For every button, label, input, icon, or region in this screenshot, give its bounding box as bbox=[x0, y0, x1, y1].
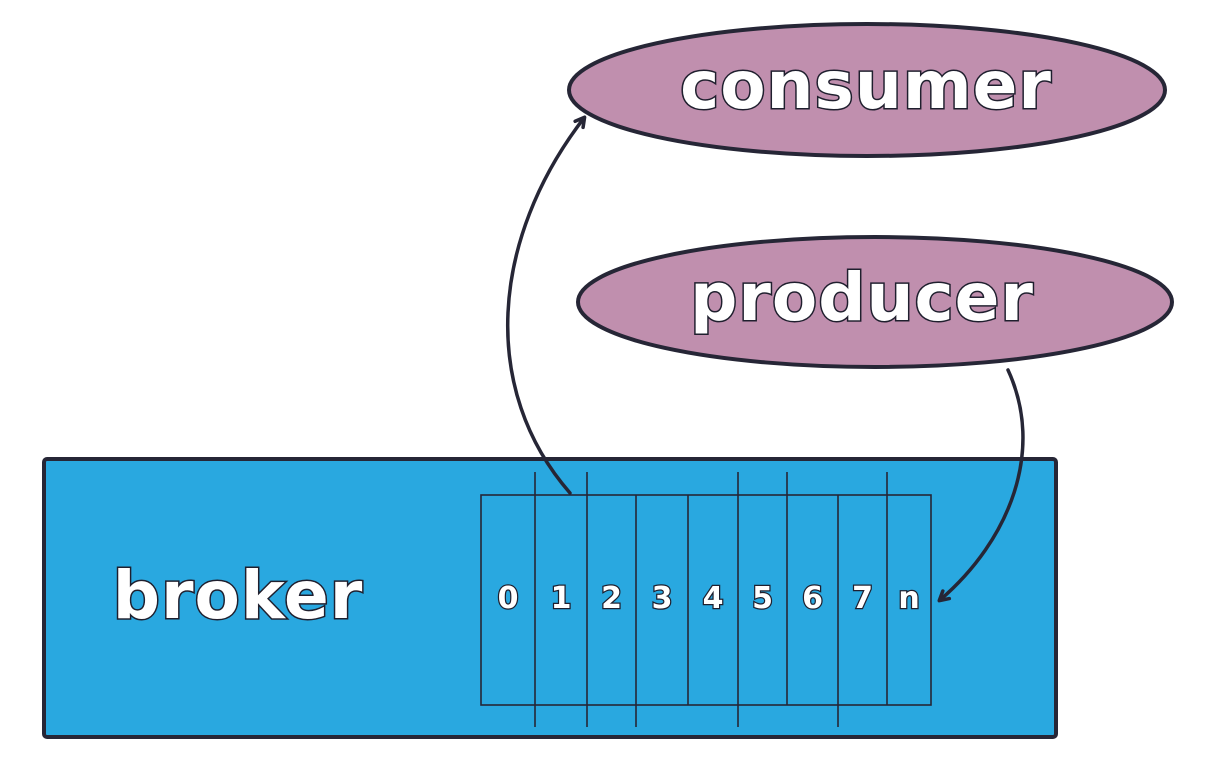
producer-node: producer bbox=[576, 235, 1174, 369]
partition-slot-label: n bbox=[898, 581, 919, 616]
partition-slot-label: 7 bbox=[852, 581, 873, 616]
broker-label: broker bbox=[113, 557, 364, 634]
partition-slot-label: 2 bbox=[601, 581, 622, 616]
broker-node: broker bbox=[42, 457, 1058, 739]
producer-ellipse bbox=[576, 235, 1174, 369]
partition-slot-label: 4 bbox=[703, 581, 724, 616]
arrow-broker-to-consumer bbox=[506, 115, 587, 495]
arrow-producer-to-broker bbox=[937, 368, 1025, 603]
partition-slot-label: 5 bbox=[752, 581, 773, 616]
broker-box bbox=[42, 457, 1058, 739]
consumer-label: consumer bbox=[680, 47, 1052, 124]
partition-slot-label: 0 bbox=[498, 581, 519, 616]
partition-slot-label: 1 bbox=[551, 581, 572, 616]
partition-slot-label: 6 bbox=[802, 581, 823, 616]
partition-log-frame bbox=[480, 494, 932, 706]
consumer-node: consumer bbox=[567, 22, 1167, 158]
partition-slot-label: 3 bbox=[652, 581, 673, 616]
consumer-ellipse bbox=[567, 22, 1167, 158]
producer-label: producer bbox=[690, 259, 1034, 336]
partition-dividers bbox=[534, 472, 888, 727]
